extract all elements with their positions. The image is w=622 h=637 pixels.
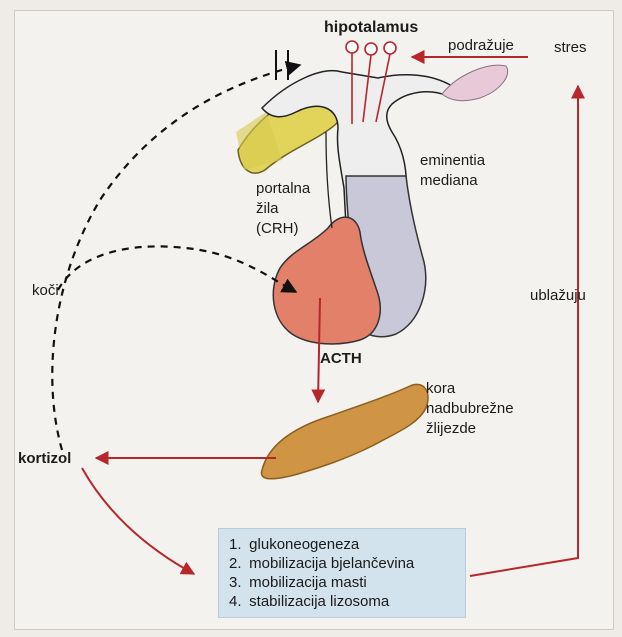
adrenal-cortex [261,384,428,478]
adrenal-cortex-label-line3: žlijezde [426,420,476,438]
list-item: 4. stabilizacija lizosoma [229,592,455,611]
adrenal-cortex-label-line2: nadbubrežne [426,400,514,418]
portal-vessel-label-line3: (CRH) [256,220,299,238]
soothes-label: ublažuju [530,287,586,305]
list-item: 1. glukoneogeneza [229,535,455,554]
list-item-text: glukoneogeneza [249,536,359,553]
pink-patch [442,65,508,100]
inhibits-label: koči [32,282,59,300]
hypothalamus-label: hipotalamus [324,19,418,37]
list-item-number: 3. [229,573,245,592]
portal-vessel-line [326,132,332,228]
list-item-number: 4. [229,592,245,611]
median-eminence-label-line1: eminentia [420,152,485,170]
cortisol-effects-box: 1. glukoneogeneza 2. mobilizacija bjelan… [218,528,466,618]
portal-vessel-label-line2: žila [256,200,279,218]
effects-to-stress-arrow [470,86,578,576]
list-item-text: stabilizacija lizosoma [249,593,389,610]
median-eminence-label-line2: mediana [420,172,478,190]
stimulates-label: podražuje [448,37,514,55]
list-item-text: mobilizacija masti [249,574,367,591]
effects-list: 1. glukoneogeneza 2. mobilizacija bjelan… [229,535,455,611]
list-item-number: 1. [229,535,245,554]
list-item-text: mobilizacija bjelančevina [249,555,414,572]
portal-vessel-label-line1: portalna [256,180,310,198]
stress-label: stres [554,39,587,57]
acth-label: ACTH [320,350,362,368]
inhibition-mark [276,50,288,80]
feedback-to-pituitary-arrow [58,246,296,292]
list-item-number: 2. [229,554,245,573]
list-item: 2. mobilizacija bjelančevina [229,554,455,573]
cortisol-to-effects-arrow [82,468,194,574]
adrenal-cortex-label-line1: kora [426,380,455,398]
list-item: 3. mobilizacija masti [229,573,455,592]
cortisol-label: kortizol [18,450,71,468]
